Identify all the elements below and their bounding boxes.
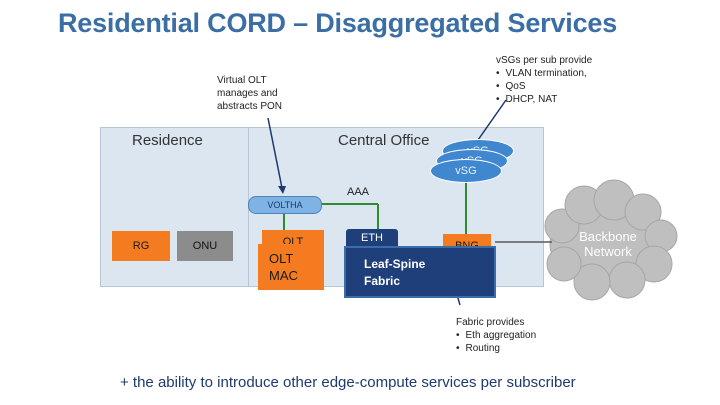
vsg-note-item: VLAN termination, [496,67,646,80]
onu-box: ONU [177,231,233,261]
central-office-label: Central Office [338,132,430,149]
backbone-cloud-shape [544,179,678,301]
eth-label: ETH [361,232,383,244]
vsg-note-item: DHCP, NAT [496,93,646,106]
fabric-label-line: Leaf-Spine [364,257,426,271]
vsg-instance-front: vSG [430,159,502,183]
olt-box: OLT [262,230,324,244]
backbone-label-line: Backbone [579,229,637,244]
vsg-label: vSG [455,165,477,177]
volt-note-pointer [267,117,283,189]
vsg-note: vSGs per sub provide VLAN termination, Q… [496,54,646,106]
leaf-spine-fabric-box: Leaf-Spine Fabric [344,246,496,298]
olt-label: OLT [282,236,304,244]
rg-label: RG [132,240,150,252]
fabric-note-intro: Fabric provides [456,317,525,328]
vsg-note-item: QoS [496,80,646,93]
voltha-node: VOLTHA [248,196,322,214]
backbone-label-line: Network [584,244,632,259]
volt-note-arrowhead [278,186,286,194]
aaa-label: AAA [347,186,370,198]
volt-note-line: manages and [217,88,278,99]
volt-note-line: abstracts PON [217,101,283,112]
fabric-note-item: Eth aggregation [456,329,586,342]
bng-label: BNG [455,240,479,248]
vsg-note-pointer [477,99,507,141]
olt-mac-label-line: OLT [269,251,294,266]
bng-box: BNG [443,234,491,248]
vsg-note-intro: vSGs per sub provide [496,55,593,66]
page-title: Residential CORD – Disaggregated Service… [58,8,618,38]
fabric-label-line: Fabric [364,274,401,288]
backbone-network-label: Backbone Network [570,229,646,259]
olt-mac-label-line: MAC [269,268,298,283]
rg-box: RG [112,231,170,261]
voltha-label: VOLTHA [267,200,303,210]
volt-note: Virtual OLT manages and abstracts PON [217,74,327,113]
volt-note-line: Virtual OLT [217,75,267,86]
eth-box: ETH [346,229,398,249]
onu-label: ONU [192,240,218,252]
fabric-note-item: Routing [456,342,586,355]
fabric-note: Fabric provides Eth aggregation Routing [456,316,586,355]
olt-mac-box: OLT MAC [258,244,324,290]
tagline: + the ability to introduce other edge-co… [120,374,576,391]
residence-label: Residence [132,132,203,149]
